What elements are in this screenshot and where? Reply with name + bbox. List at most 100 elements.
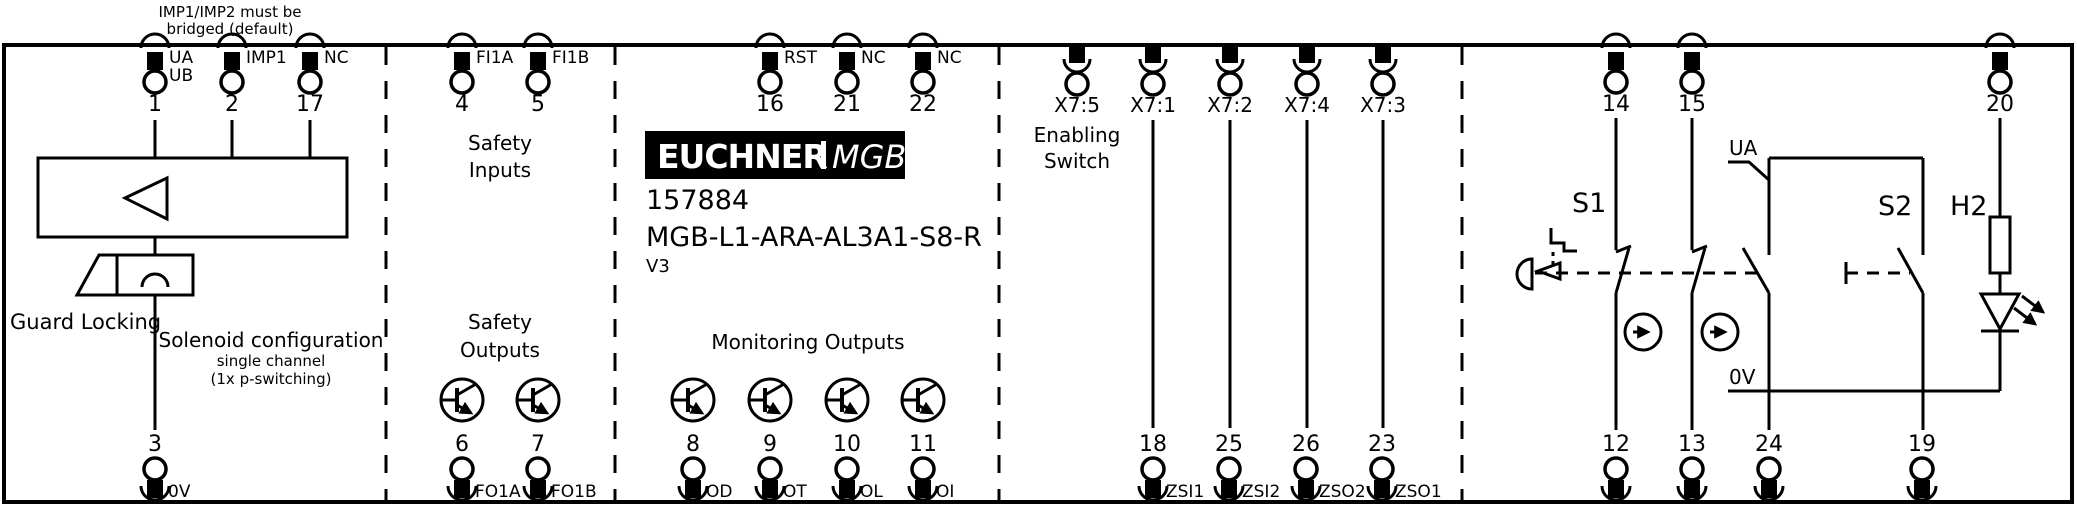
terminal-clamp-icon bbox=[754, 456, 786, 502]
safety-outputs-title-2: Outputs bbox=[460, 338, 540, 362]
safety-inputs-title-1: Safety bbox=[468, 131, 532, 155]
terminal-signal: OI bbox=[936, 482, 954, 502]
model-number: MGB-L1-ARA-AL3A1-S8-R bbox=[646, 222, 982, 253]
ua-rail-label: UA bbox=[1729, 136, 1758, 160]
terminal-clamp-icon bbox=[907, 456, 939, 502]
brand-logo: EUCHNER MGB bbox=[645, 131, 906, 179]
terminal-number: 23 bbox=[1368, 432, 1396, 457]
terminal-signal: FI1B bbox=[552, 48, 589, 68]
terminal-clamp-icon bbox=[677, 456, 709, 502]
solenoid-config-sub2: (1x p-switching) bbox=[211, 370, 332, 388]
terminal-x7-1: X7:1 bbox=[1130, 45, 1176, 117]
transistor-icon bbox=[441, 379, 483, 421]
s2-label: S2 bbox=[1878, 191, 1912, 222]
amplifier-icon bbox=[121, 175, 169, 222]
no-contact-icon bbox=[1741, 247, 1925, 294]
terminal-clamp-icon bbox=[522, 456, 554, 502]
terminal-13: 13 bbox=[1676, 432, 1708, 502]
transistor-icon bbox=[749, 379, 791, 421]
terminal-signal: NC bbox=[861, 48, 886, 68]
terminal-number: 16 bbox=[756, 92, 784, 117]
terminal-number: 3 bbox=[148, 432, 162, 457]
wire bbox=[1728, 156, 1925, 430]
forced-opening-icon bbox=[1702, 314, 1738, 350]
terminal-signal: NC bbox=[324, 48, 349, 68]
wire bbox=[1614, 118, 1694, 430]
terminal-number: 20 bbox=[1986, 92, 2014, 117]
terminal-number: 19 bbox=[1908, 432, 1936, 457]
logo-separator bbox=[821, 141, 826, 169]
terminal-plug-icon bbox=[1292, 45, 1322, 97]
transistor-icon bbox=[517, 379, 559, 421]
terminal-x7-5: X7:5 bbox=[1054, 45, 1100, 117]
terminal-24: 24 bbox=[1753, 432, 1785, 502]
terminal-number: X7:4 bbox=[1284, 93, 1330, 117]
resistor-icon bbox=[1988, 215, 2012, 275]
safety-inputs-title-2: Inputs bbox=[469, 158, 531, 182]
terminal-clamp-icon bbox=[754, 32, 786, 95]
terminal-8: 8 OD bbox=[677, 432, 732, 502]
terminal-12: 12 bbox=[1600, 432, 1632, 502]
terminal-clamp-icon bbox=[1290, 456, 1322, 502]
led-light-arrow-icon bbox=[2021, 294, 2046, 314]
h2-lamp-circuit bbox=[1728, 118, 2046, 393]
terminal-number: 9 bbox=[763, 432, 777, 457]
terminal-clamp-icon bbox=[1600, 32, 1632, 95]
latch-icon bbox=[1549, 228, 1577, 253]
terminal-number: 6 bbox=[455, 432, 469, 457]
terminal-3: 3 0V bbox=[139, 432, 191, 502]
terminal-plug-icon bbox=[1368, 45, 1398, 97]
nc-contact-icon bbox=[1614, 244, 1708, 294]
enabling-switch-title-2: Switch bbox=[1044, 149, 1110, 173]
bridge-note-line1: IMP1/IMP2 must be bbox=[158, 3, 301, 21]
terminal-clamp-icon bbox=[294, 32, 326, 95]
terminal-number: 22 bbox=[909, 92, 937, 117]
terminal-9: 9 OT bbox=[754, 432, 807, 502]
terminal-20: 20 bbox=[1984, 32, 2016, 117]
control-block bbox=[36, 156, 349, 239]
logo-background bbox=[645, 131, 905, 179]
solenoid-circuit bbox=[36, 120, 349, 430]
terminal-number: 2 bbox=[225, 92, 239, 117]
terminal-clamp-icon bbox=[522, 32, 554, 95]
terminal-21: 21 NC bbox=[831, 32, 886, 117]
terminal-plug-icon bbox=[1138, 45, 1168, 97]
terminal-clamp-icon bbox=[1600, 456, 1632, 502]
terminal-number: X7:5 bbox=[1054, 93, 1100, 117]
transistor-icon bbox=[902, 379, 944, 421]
terminal-number: 8 bbox=[686, 432, 700, 457]
terminal-clamp-icon bbox=[216, 32, 248, 95]
terminal-15: 15 bbox=[1676, 32, 1708, 117]
terminal-signal: ZSO1 bbox=[1395, 482, 1442, 502]
locking-bolt-icon bbox=[74, 253, 119, 297]
terminal-clamp-icon bbox=[1213, 456, 1245, 502]
guard-locking-label: Guard Locking bbox=[10, 310, 161, 334]
terminal-clamp-icon bbox=[139, 456, 171, 502]
terminal-number: 11 bbox=[909, 432, 937, 457]
forced-opening-icon bbox=[1625, 314, 1661, 350]
terminal-number: 14 bbox=[1602, 92, 1630, 117]
terminal-number: 1 bbox=[148, 92, 162, 117]
terminal-signal: ZSI2 bbox=[1242, 482, 1280, 502]
terminal-1: 1 UA UB bbox=[139, 32, 193, 117]
terminal-signal: IMP1 bbox=[246, 48, 287, 68]
h2-label: H2 bbox=[1950, 191, 1987, 222]
s1-emergency-stop-circuit bbox=[1515, 118, 1757, 430]
terminal-x7-4: X7:4 bbox=[1284, 45, 1330, 117]
enabling-switch-title-1: Enabling bbox=[1034, 123, 1121, 147]
transistor-icon bbox=[826, 379, 868, 421]
coil-arc-icon bbox=[140, 272, 170, 288]
terminal-signal: UA bbox=[169, 48, 193, 68]
terminal-clamp-icon bbox=[139, 32, 171, 95]
led-light-arrow-icon bbox=[2013, 306, 2038, 326]
solenoid-config-sub1: single channel bbox=[217, 352, 326, 370]
terminal-clamp-icon bbox=[1676, 32, 1708, 95]
terminal-x7-3: X7:3 bbox=[1360, 45, 1406, 117]
terminal-signal: RST bbox=[784, 48, 818, 68]
estop-mushroom-icon bbox=[1515, 257, 1534, 291]
wire bbox=[1728, 118, 2002, 393]
led-icon bbox=[1978, 292, 2022, 333]
terminal-22: 22 NC bbox=[907, 32, 962, 117]
bridge-note-line2: bridged (default) bbox=[167, 20, 294, 38]
